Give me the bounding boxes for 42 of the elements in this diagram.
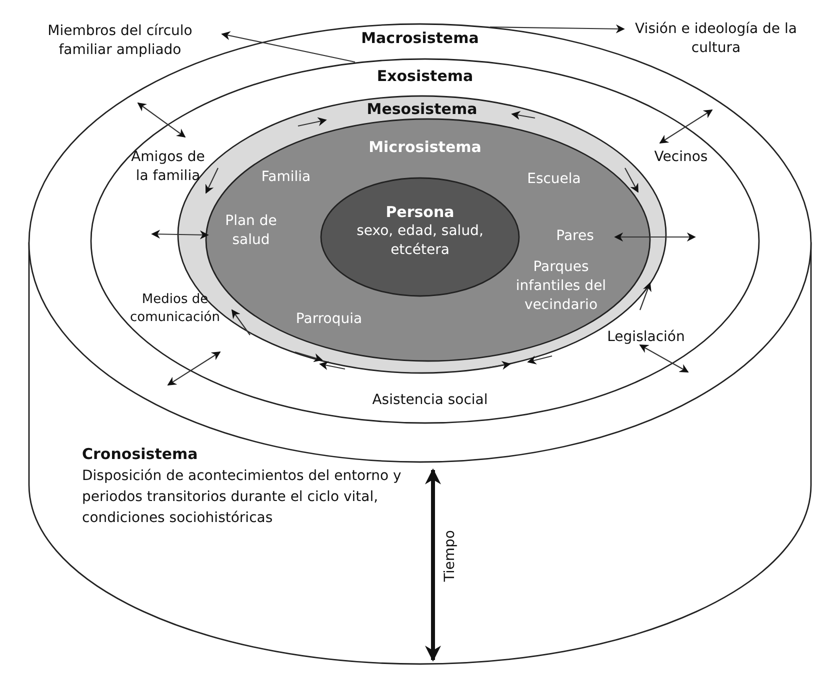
callout-text: Miembros del círculo familiar ampliado (46, 22, 194, 60)
context-label: Medios de comunicación (129, 291, 221, 327)
system-title: Exosistema (376, 67, 474, 86)
system-title: Mesosistema (366, 100, 478, 119)
setting-label: Escuela (526, 170, 582, 189)
system-title: Macrosistema (360, 29, 480, 48)
system-title: Cronosistema (82, 445, 199, 464)
setting-label: Parroquia (294, 310, 364, 329)
arrow (167, 352, 221, 386)
person-attributes: sexo, edad, salud, etcétera (356, 222, 484, 260)
context-label: Asistencia social (371, 391, 489, 410)
axis-label: Tiempo (441, 530, 459, 582)
description-text: Disposición de acontecimientos del entorno y periodos transitorios durante el ciclo vital, condiciones sociohistóricas (82, 467, 402, 528)
setting-label: Familia (260, 168, 312, 187)
arrow (319, 361, 346, 370)
arrow (511, 110, 536, 120)
arrow (221, 31, 356, 63)
arrow (527, 355, 552, 364)
arrow (639, 344, 689, 372)
arrow (480, 360, 511, 370)
arrow (231, 309, 250, 336)
arrow (614, 232, 696, 242)
ellipse-ring (90, 58, 760, 424)
context-label: Amigos de la familia (130, 148, 206, 186)
setting-label: Pares (555, 227, 595, 246)
arrow (137, 102, 186, 138)
arrow (490, 24, 625, 34)
arrow (659, 110, 713, 144)
setting-label: Parques infantiles del vecindario (514, 258, 608, 315)
arrow (639, 282, 652, 310)
cylinder-ring (28, 23, 812, 666)
arrow (298, 117, 327, 127)
arrow (624, 168, 638, 193)
arrow (294, 351, 323, 362)
setting-label: Plan de salud (224, 212, 278, 250)
arrow (151, 230, 209, 240)
callout-text: Visión e ideología de la cultura (634, 20, 798, 58)
person-title: Persona (384, 203, 456, 222)
arrow (205, 168, 218, 194)
context-label: Legislación (606, 328, 686, 347)
context-label: Vecinos (653, 148, 709, 167)
system-title: Microsistema (368, 138, 482, 157)
